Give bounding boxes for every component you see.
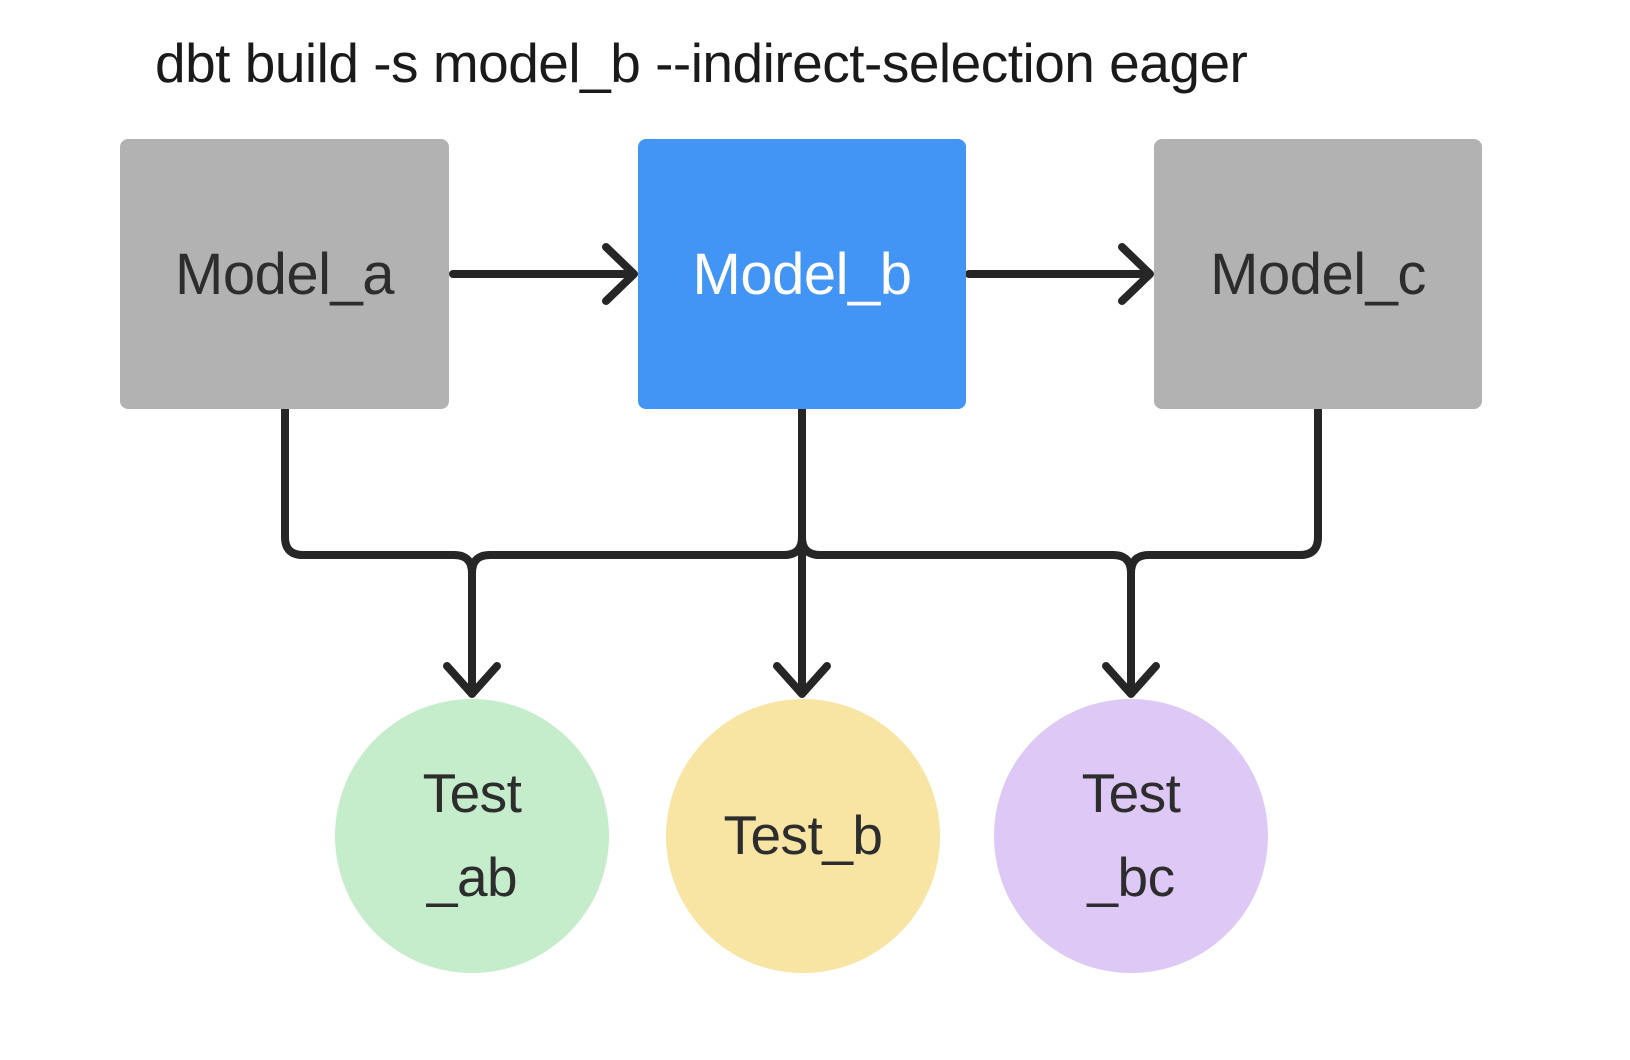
diagram-title: dbt build -s model_b --indirect-selectio… — [155, 32, 1248, 94]
model-b-node — [638, 139, 966, 409]
edge-test-b-arrowhead — [773, 662, 831, 698]
model-a-node — [120, 139, 449, 409]
edge-model-b-to-test-ab — [468, 496, 806, 696]
model-c-node — [1154, 139, 1482, 409]
edge-model-a-to-model-b-arrowhead — [602, 243, 638, 305]
edge-test-ab-arrowhead — [443, 662, 501, 698]
test-b-node — [666, 699, 940, 973]
edge-test-bc-arrowhead — [1102, 662, 1160, 698]
edge-model-c-to-test-bc — [1127, 405, 1322, 696]
edge-model-b-to-test-bc — [798, 496, 1135, 696]
edges-group — [281, 243, 1322, 698]
test-bc-node — [994, 699, 1268, 973]
test-ab-node — [335, 699, 609, 973]
edge-model-b-to-model-c-arrowhead — [1118, 243, 1154, 305]
edge-model-a-to-test-ab — [281, 405, 476, 696]
